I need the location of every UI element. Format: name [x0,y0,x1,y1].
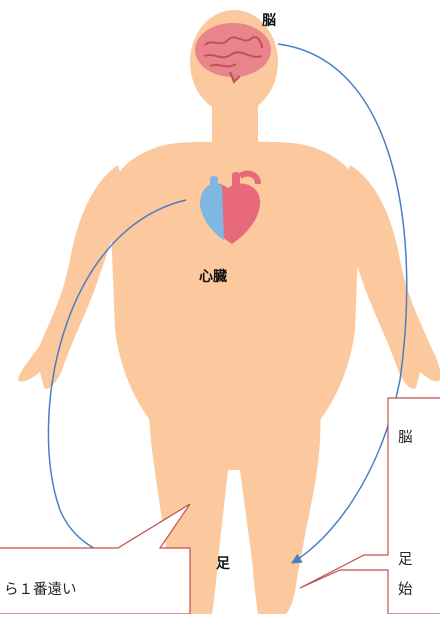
brain-label: 脳 [262,10,276,30]
foot-label: 足 [216,553,230,573]
callout-right-text-3: 始 [398,580,413,600]
body-silhouette [18,10,440,614]
heart-label: 心臓 [199,266,227,286]
callout-right-text-2: 足 [398,550,413,570]
callout-right [300,398,440,614]
callout-right-text-1: 脳 [398,428,413,448]
callout-left-text: ら１番遠い [4,580,77,600]
